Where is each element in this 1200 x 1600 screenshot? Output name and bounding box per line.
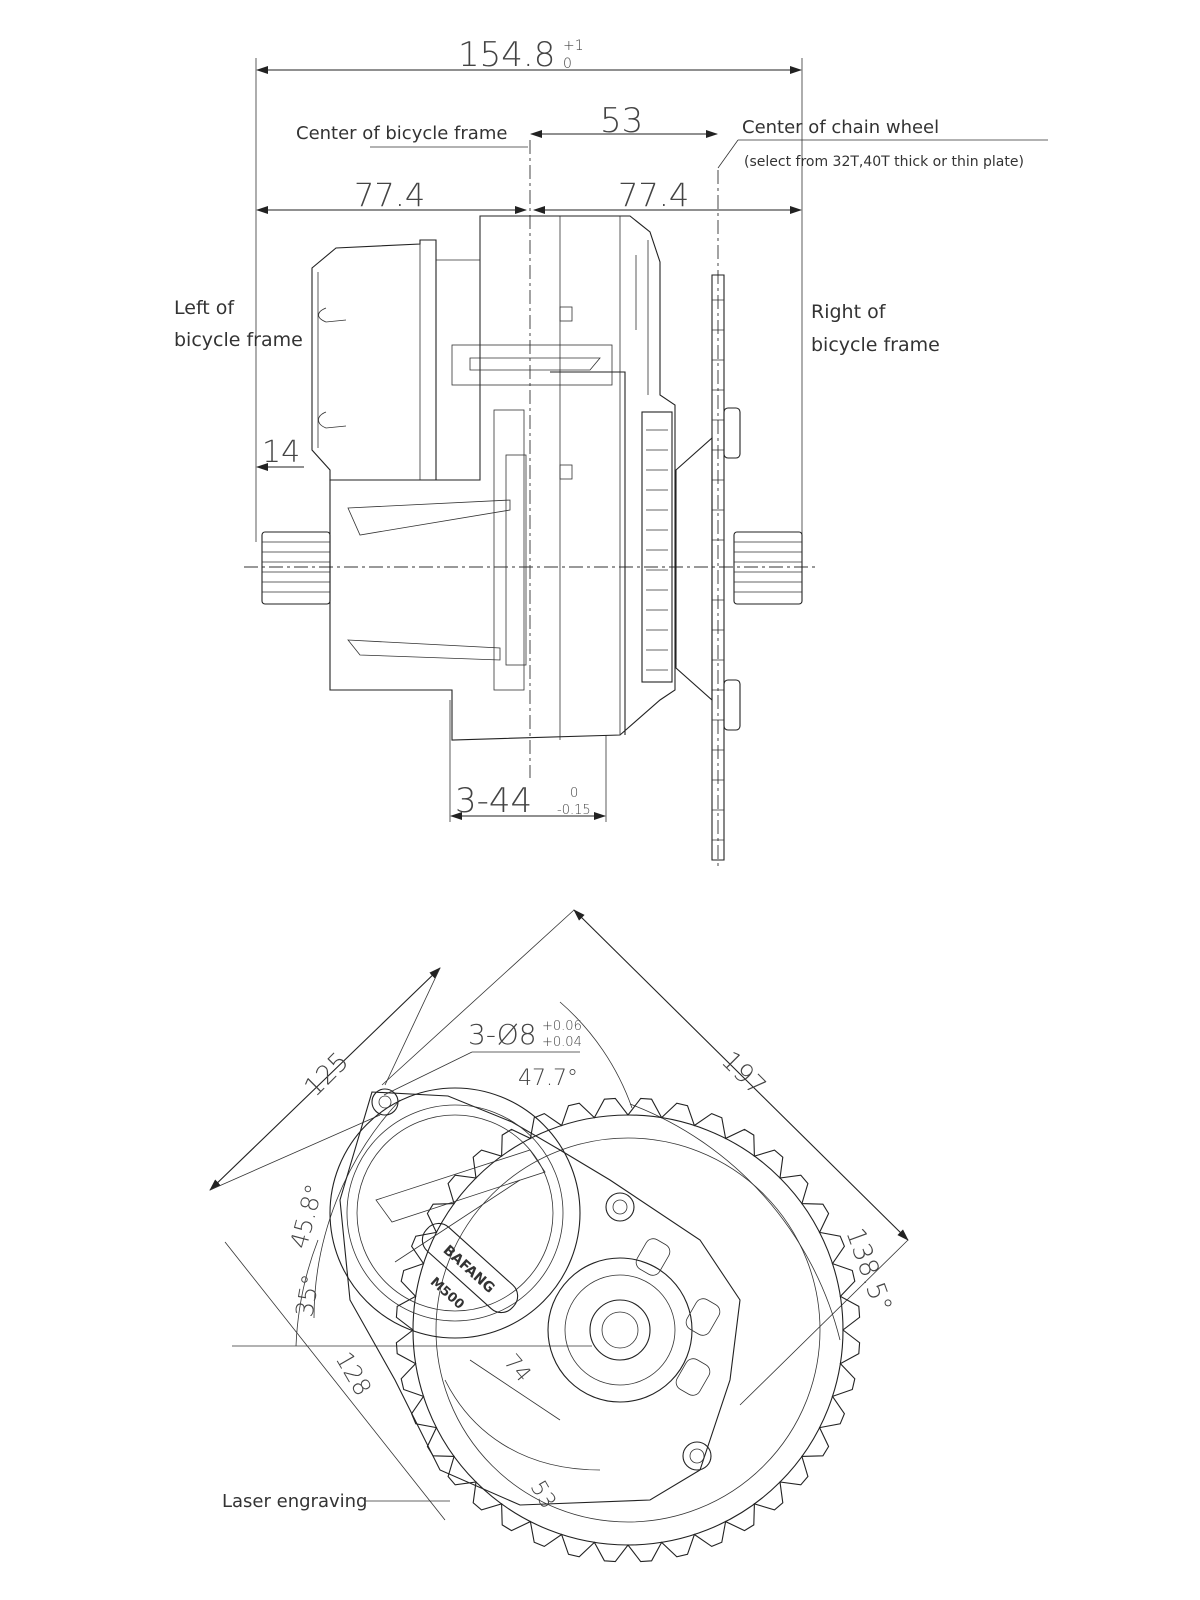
chainring-face	[395, 1097, 861, 1563]
dim-128: 128	[330, 1347, 377, 1401]
top-view: 154.8 +1 0 53 77.4 77.4 14 3-44 0 -0.15 …	[174, 35, 1048, 868]
label-left-frame-line2: bicycle frame	[174, 329, 303, 351]
top-view-labels: 154.8 +1 0 53 77.4 77.4 14 3-44 0 -0.15 …	[174, 35, 1024, 821]
crank-axle	[261, 531, 803, 605]
mount-dim: 3-44	[455, 781, 532, 821]
mount-dim-tol-lower: -0.15	[557, 803, 591, 818]
dim-125: 125	[299, 1047, 355, 1103]
dimension-lines	[256, 66, 1048, 820]
bottom-view: BAFANG M500 125 197 3-Ø8 +0.06 +0.04 47.…	[209, 909, 909, 1563]
chainring-edge-view	[675, 274, 741, 861]
motor-side-view	[311, 215, 676, 741]
offset-dim-53: 53	[600, 101, 643, 141]
half-width-left-dim: 77.4	[354, 176, 425, 214]
label-right-frame-line1: Right of	[811, 301, 887, 323]
mount-dim-tol-upper: 0	[570, 786, 578, 801]
badge-model-text: M500	[427, 1275, 467, 1313]
extension-lines	[255, 58, 803, 822]
label-laser-engraving: Laser engraving	[222, 1491, 367, 1512]
holes-tol-lower: +0.04	[542, 1035, 582, 1050]
label-left-frame-line1: Left of	[174, 297, 235, 319]
label-center-chainwheel: Center of chain wheel	[742, 117, 939, 138]
bottom-view-labels: 125 197 3-Ø8 +0.06 +0.04 47.7° 45.8° 35°…	[222, 1018, 898, 1513]
angle-47-7: 47.7°	[518, 1066, 578, 1091]
overall-width-tol-upper: +1	[563, 38, 584, 54]
holes-tol-upper: +0.06	[542, 1019, 582, 1034]
dim-14: 14	[262, 435, 300, 470]
label-center-frame: Center of bicycle frame	[296, 123, 507, 144]
dim-197: 197	[715, 1046, 771, 1102]
holes-dim: 3-Ø8	[468, 1018, 537, 1051]
label-select-plate: (select from 32T,40T thick or thin plate…	[744, 154, 1024, 170]
overall-width-tol-lower: 0	[563, 56, 572, 72]
overall-width-dim: 154.8	[458, 35, 555, 75]
dim-74: 74	[498, 1350, 535, 1388]
angle-35: 35°	[290, 1272, 325, 1319]
angle-138-5: 138.5°	[839, 1224, 897, 1316]
half-width-right-dim: 77.4	[618, 176, 689, 214]
bottom-dimension-lines	[209, 909, 909, 1521]
angle-45-8: 45.8°	[285, 1181, 329, 1251]
label-right-frame-line2: bicycle frame	[811, 334, 940, 356]
center-lines	[244, 140, 815, 868]
motor-front-view	[329, 1087, 741, 1506]
